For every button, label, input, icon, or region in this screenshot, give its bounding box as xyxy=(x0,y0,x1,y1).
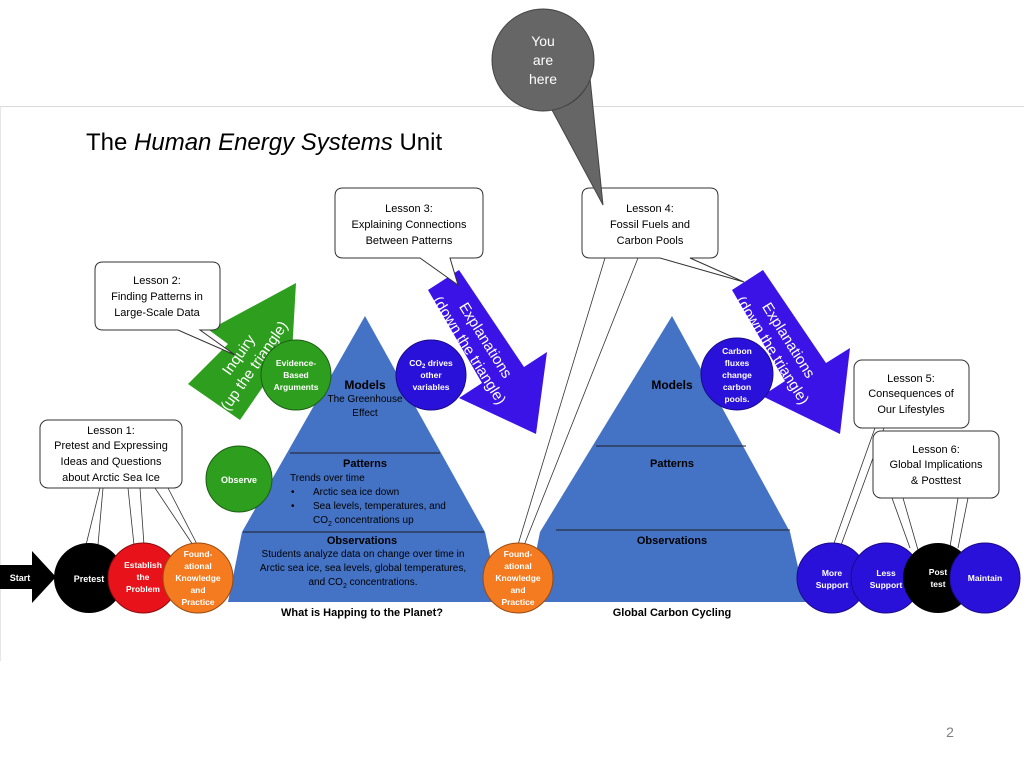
foundational-knowledge-circle-1: Found- ational Knowledge and Practice xyxy=(162,542,234,614)
svg-text:pools.: pools. xyxy=(724,394,749,404)
triangle1-bullet-1: Arctic sea ice down xyxy=(313,487,399,498)
triangle1-patterns-label: Patterns xyxy=(343,458,387,470)
svg-text:other: other xyxy=(420,370,442,380)
triangle-2: Models Patterns Observations Global Carb… xyxy=(526,316,806,619)
svg-text:here: here xyxy=(529,71,557,87)
svg-text:variables: variables xyxy=(413,382,450,392)
svg-text:Ideas and Questions: Ideas and Questions xyxy=(61,456,162,468)
svg-text:about Arctic Sea Ice: about Arctic Sea Ice xyxy=(62,472,160,484)
svg-text:Lesson 4:: Lesson 4: xyxy=(626,203,674,215)
svg-text:Our Lifestyles: Our Lifestyles xyxy=(877,404,945,416)
svg-text:Found-: Found- xyxy=(184,549,213,559)
svg-text:Pretest and Expressing: Pretest and Expressing xyxy=(54,440,168,452)
triangle1-models-sub1: The Greenhouse xyxy=(327,394,402,405)
triangle1-obs-line2: Arctic sea ice, sea levels, global tempe… xyxy=(260,563,466,574)
maintain-circle: Maintain xyxy=(949,542,1021,614)
svg-text:Lesson 5:: Lesson 5: xyxy=(887,373,935,385)
lesson-5-box: Lesson 5: Consequences of Our Lifestyles xyxy=(853,359,970,429)
svg-text:carbon: carbon xyxy=(723,382,751,392)
svg-text:Carbon Pools: Carbon Pools xyxy=(617,235,684,247)
page-title: The Human Energy Systems Unit xyxy=(86,129,442,156)
connector-lines xyxy=(85,257,969,551)
svg-text:Practice: Practice xyxy=(501,597,534,607)
svg-text:Support: Support xyxy=(816,580,849,590)
triangle1-bullet-2: Sea levels, temperatures, and xyxy=(313,501,446,512)
lesson-6-box: Lesson 6: Global Implications & Posttest xyxy=(872,430,1000,499)
svg-text:Problem: Problem xyxy=(126,584,160,594)
svg-text:change: change xyxy=(722,370,752,380)
svg-text:Observe: Observe xyxy=(221,475,257,485)
svg-text:the: the xyxy=(137,572,150,582)
triangle1-models-sub2: Effect xyxy=(352,408,378,419)
triangle2-models-label: Models xyxy=(651,378,693,392)
triangle1-obs-line3: and CO2 concentrations. xyxy=(309,577,418,590)
svg-text:Less: Less xyxy=(876,568,896,578)
svg-text:Between Patterns: Between Patterns xyxy=(366,235,453,247)
svg-text:Establish: Establish xyxy=(124,560,162,570)
svg-text:Lesson 2:: Lesson 2: xyxy=(133,275,181,287)
svg-text:Large-Scale Data: Large-Scale Data xyxy=(114,307,200,319)
svg-text:Found-: Found- xyxy=(504,549,533,559)
lesson-2-box: Lesson 2: Finding Patterns in Large-Scal… xyxy=(94,261,236,356)
triangle2-observations-label: Observations xyxy=(637,535,707,547)
triangle2-patterns-label: Patterns xyxy=(650,458,694,470)
svg-text:Knowledge: Knowledge xyxy=(495,573,541,583)
svg-text:•: • xyxy=(291,487,295,498)
triangle1-caption: What is Happing to the Planet? xyxy=(281,607,443,619)
triangle-1: Models The Greenhouse Effect Patterns Tr… xyxy=(228,316,500,619)
svg-text:You: You xyxy=(531,33,555,49)
svg-text:Evidence-: Evidence- xyxy=(276,358,316,368)
svg-text:Arguments: Arguments xyxy=(274,382,319,392)
you-are-here-callout: You are here xyxy=(491,8,604,206)
svg-text:More: More xyxy=(822,568,843,578)
svg-text:ational: ational xyxy=(184,561,211,571)
svg-text:Explaining Connections: Explaining Connections xyxy=(352,219,467,231)
triangle1-models-label: Models xyxy=(344,378,386,392)
svg-text:fluxes: fluxes xyxy=(725,358,750,368)
svg-text:Carbon: Carbon xyxy=(722,346,752,356)
svg-text:Support: Support xyxy=(870,580,903,590)
svg-text:Finding Patterns in: Finding Patterns in xyxy=(111,291,203,303)
svg-text:& Posttest: & Posttest xyxy=(911,475,961,487)
triangle1-obs-line1: Students analyze data on change over tim… xyxy=(262,549,465,560)
lesson-4-box: Lesson 4: Fossil Fuels and Carbon Pools xyxy=(581,187,745,283)
svg-text:Based: Based xyxy=(283,370,309,380)
svg-text:test: test xyxy=(930,579,945,589)
foundational-knowledge-circle-2: Found- ational Knowledge and Practice xyxy=(482,542,554,614)
triangle1-patterns-sub: Trends over time xyxy=(290,473,365,484)
svg-text:Consequences of: Consequences of xyxy=(868,388,955,400)
svg-text:•: • xyxy=(291,501,295,512)
slide-frame xyxy=(0,106,1024,661)
observe-circle: Observe xyxy=(205,445,273,513)
start-arrow: Start xyxy=(0,551,56,603)
co2-drives-circle: CO2 drives other variables xyxy=(395,339,467,411)
svg-text:Knowledge: Knowledge xyxy=(175,573,221,583)
svg-text:Maintain: Maintain xyxy=(968,573,1002,583)
svg-text:Lesson 1:: Lesson 1: xyxy=(87,425,135,437)
triangle1-bullet-3: CO2 concentrations up xyxy=(313,515,414,528)
evidence-arguments-circle: Evidence- Based Arguments xyxy=(260,339,332,411)
pretest-circle: Pretest xyxy=(54,543,124,613)
svg-text:Fossil Fuels and: Fossil Fuels and xyxy=(610,219,690,231)
lesson-1-box: Lesson 1: Pretest and Expressing Ideas a… xyxy=(39,419,183,489)
svg-text:Lesson 3:: Lesson 3: xyxy=(385,203,433,215)
svg-text:and: and xyxy=(510,585,525,595)
svg-text:Global Implications: Global Implications xyxy=(890,459,983,471)
triangle2-caption: Global Carbon Cycling xyxy=(613,607,732,619)
svg-text:are: are xyxy=(533,52,553,68)
svg-text:ational: ational xyxy=(504,561,531,571)
svg-text:Lesson 6:: Lesson 6: xyxy=(912,444,960,456)
svg-text:Pretest: Pretest xyxy=(74,574,105,584)
svg-text:Start: Start xyxy=(10,573,31,583)
svg-text:Practice: Practice xyxy=(181,597,214,607)
page-number: 2 xyxy=(946,724,954,740)
svg-text:and: and xyxy=(190,585,205,595)
svg-text:CO2 drives: CO2 drives xyxy=(409,358,453,370)
svg-text:Post: Post xyxy=(929,567,948,577)
lesson-3-box: Lesson 3: Explaining Connections Between… xyxy=(334,187,484,287)
carbon-fluxes-circle: Carbon fluxes change carbon pools. xyxy=(700,337,774,411)
triangle1-observations-label: Observations xyxy=(327,535,397,547)
